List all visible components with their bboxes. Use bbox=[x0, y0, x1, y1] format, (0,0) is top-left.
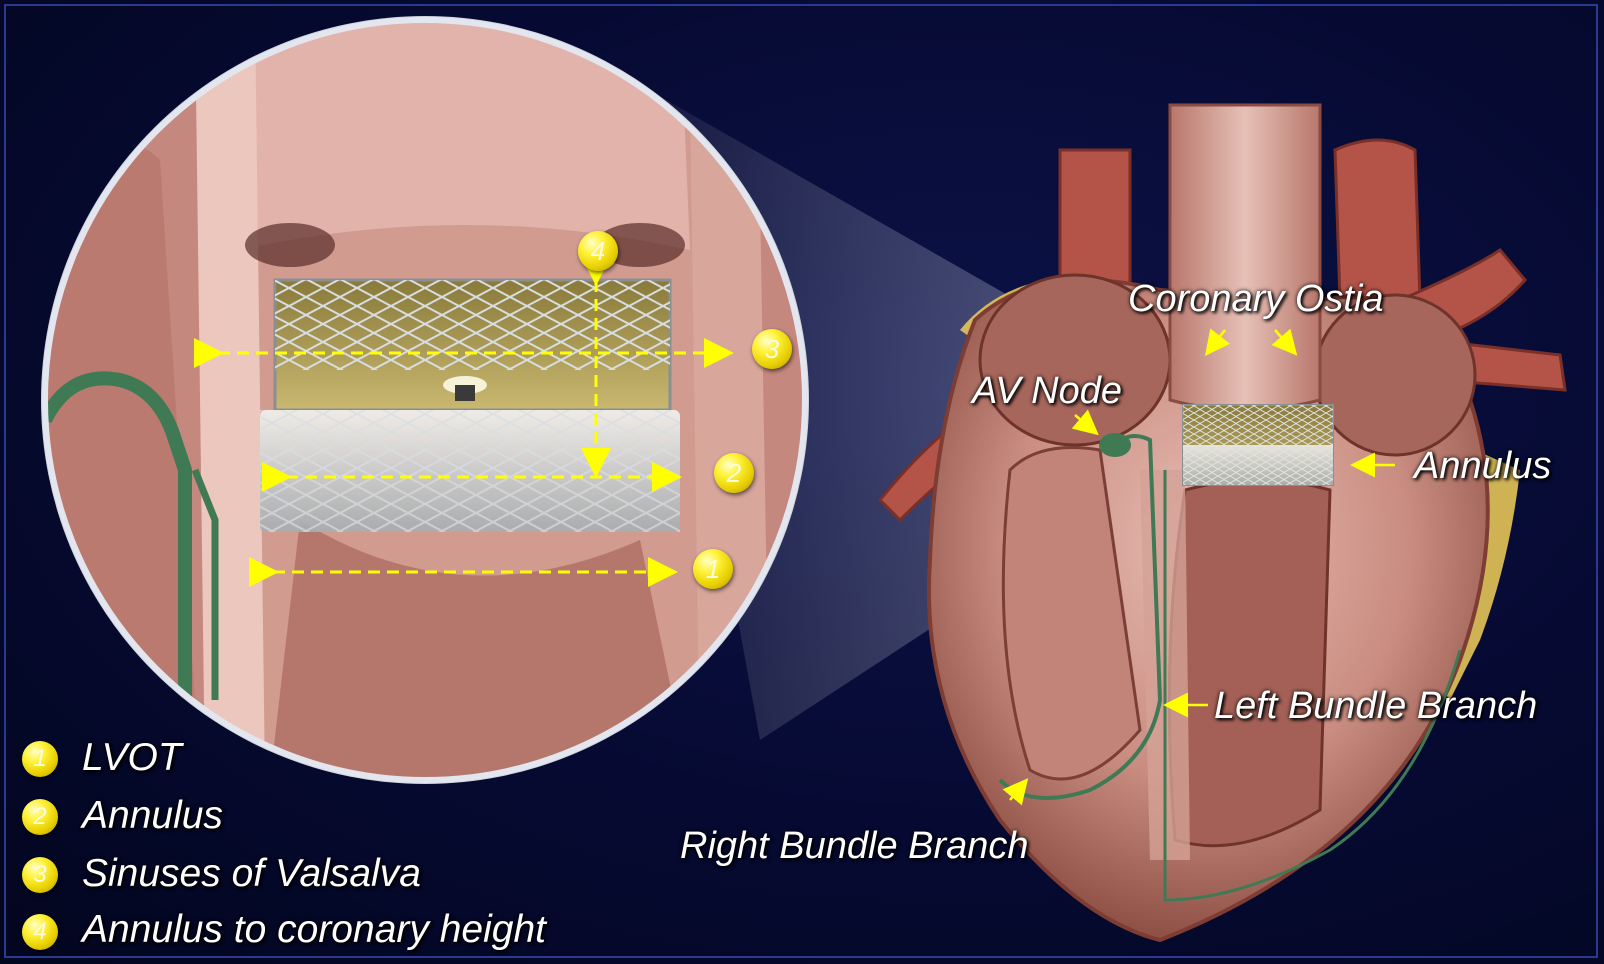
legend-marker-2: 2 bbox=[22, 799, 58, 835]
legend-text-4: Annulus to coronary height bbox=[82, 908, 546, 952]
label-right-bundle-branch: Right Bundle Branch bbox=[680, 825, 1029, 868]
marker-1: 1 bbox=[693, 549, 733, 589]
marker-3: 3 bbox=[752, 329, 792, 369]
legend-text-2: Annulus bbox=[82, 794, 223, 838]
label-annulus: Annulus bbox=[1414, 445, 1551, 488]
legend-marker-4: 4 bbox=[22, 914, 58, 950]
label-av-node: AV Node bbox=[972, 370, 1122, 413]
marker-4: 4 bbox=[578, 231, 618, 271]
legend-text-1: LVOT bbox=[82, 736, 182, 780]
legend-marker-1: 1 bbox=[22, 741, 58, 777]
label-coronary-ostia: Coronary Ostia bbox=[1128, 278, 1384, 321]
legend-text-3: Sinuses of Valsalva bbox=[82, 852, 421, 896]
legend-marker-3: 3 bbox=[22, 857, 58, 893]
label-left-bundle-branch: Left Bundle Branch bbox=[1214, 685, 1537, 728]
heart-illustration bbox=[880, 105, 1565, 940]
marker-2: 2 bbox=[714, 453, 754, 493]
